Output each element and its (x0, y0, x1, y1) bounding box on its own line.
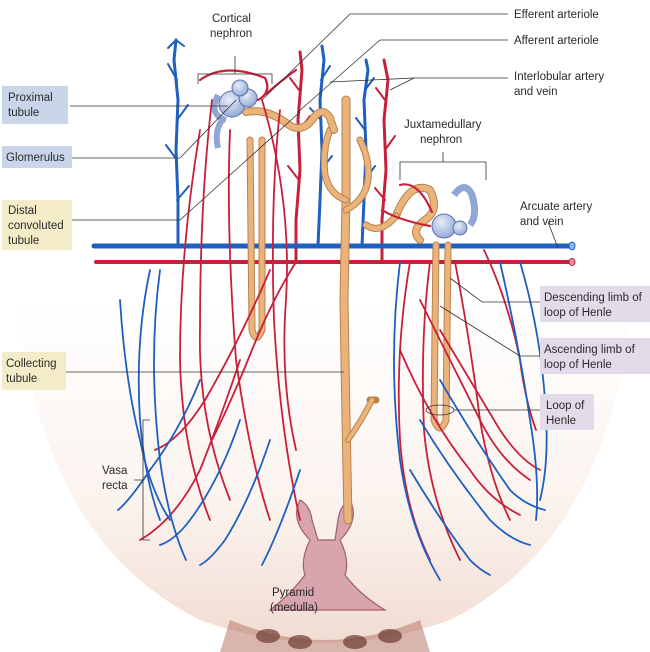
efferent-arteriole (198, 69, 269, 102)
medulla-region (18, 300, 632, 643)
distal-tubule-label: Distal convoluted tubule (8, 205, 67, 247)
glomerulus-label: Glomerulus (6, 152, 65, 164)
cortical-nephron-label: Cortical nephron (210, 13, 254, 40)
ascending-limb-label: Ascending limb of loop of Henle (544, 344, 638, 371)
renal-papilla-base (220, 620, 430, 652)
vein-branch (176, 104, 189, 121)
pyramid-label: Pyramid (medulla) (270, 587, 318, 614)
collecting-tubule-label: Collecting tubule (6, 358, 60, 385)
juxtamedullary-glomerulus (431, 184, 479, 239)
vein-branch (167, 63, 178, 81)
vein-branch (165, 144, 178, 161)
papilla-spot (378, 629, 402, 643)
vein-branch (176, 185, 190, 201)
interlobular-vein-left (172, 38, 180, 248)
proximal-tubule-label: Proximal tubule (8, 92, 56, 119)
vasa-recta-left (117, 99, 301, 566)
arcuate-vein-end (568, 241, 576, 251)
distal-tubule-label-box (2, 200, 72, 250)
juxtamedullary-nephron-label: Juxtamedullary nephron (404, 119, 485, 146)
juxtamedullary-nephron-bracket (399, 152, 487, 180)
interlobular-artery-right (380, 58, 390, 264)
glomerulus-label-box (2, 146, 72, 168)
papilla-spot (343, 635, 367, 649)
juxta-arterioles (380, 183, 434, 228)
leader-arcuate (547, 221, 559, 249)
vein-branch (167, 39, 185, 49)
leader-efferent (261, 13, 508, 101)
interlobular-artery-center (294, 50, 304, 264)
artery-branch (374, 87, 396, 201)
descending-limb-label: Descending limb of loop of Henle (544, 292, 645, 319)
ascending-limb-label-box (540, 338, 650, 374)
interlobular-vein-right (360, 58, 370, 248)
collecting-tubule (320, 95, 380, 525)
arcuate-artery-end (568, 258, 576, 266)
afferent-arteriole-label: Afferent arteriole (514, 35, 599, 47)
cortical-nephron-bracket (197, 56, 273, 84)
leader-interlobular (329, 77, 508, 91)
vasa-recta-label: Vasa recta (102, 465, 131, 492)
interlobular-label: Interlobular artery and vein (514, 71, 607, 98)
papilla-spot (256, 629, 280, 643)
vasa-recta-bracket (134, 419, 150, 541)
papilla-spot (288, 635, 312, 649)
loop-of-henle-label-box (540, 394, 594, 430)
leader-descending (449, 277, 540, 303)
leader-afferent (297, 39, 508, 113)
leader-distal (72, 111, 301, 221)
proximal-tubule-label-box (2, 86, 68, 124)
leader-ascending (439, 305, 540, 357)
efferent-arteriole-label: Efferent arteriole (514, 9, 599, 21)
pyramid-duct (268, 499, 388, 611)
loop-of-henle-label: Loop of Henle (546, 400, 588, 427)
arcuate-label: Arcuate artery and vein (520, 201, 595, 228)
collecting-tubule-label-box (2, 352, 66, 390)
descending-limb-label-box (540, 286, 650, 322)
interlobular-vein-center (316, 44, 326, 248)
leader-glomerulus (72, 99, 237, 159)
